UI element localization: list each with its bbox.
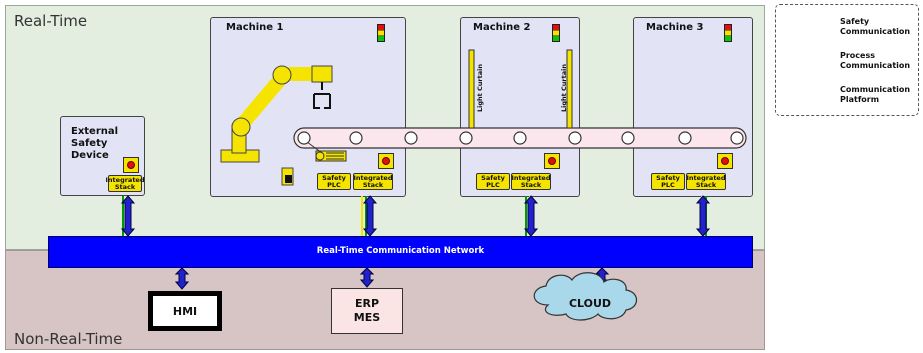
erp-mes-box: ERP MES — [331, 288, 403, 334]
external-safety-device-title: External Safety Device — [71, 126, 119, 161]
integrated-stack-block: Integrated Stack — [511, 173, 551, 190]
legend-platform-label: Communication Platform — [840, 85, 911, 104]
workpiece-icon — [281, 167, 294, 186]
safety-plc-block: Safety PLC — [476, 173, 510, 190]
light-curtain-post — [566, 49, 573, 129]
light-curtain-label: Light Curtain — [476, 64, 484, 112]
cloud-shape — [533, 272, 638, 321]
machine-1-title: Machine 1 — [226, 22, 284, 33]
non-real-time-zone-label: Non-Real-Time — [14, 330, 123, 348]
hmi-label: HMI — [153, 296, 217, 326]
integrated-stack-block: Integrated Stack — [105, 175, 145, 192]
real-time-communication-network: Real-Time Communication Network — [48, 236, 753, 268]
integrated-stack-block: Integrated Stack — [686, 173, 726, 190]
signal-light-icon — [552, 24, 560, 42]
light-curtain-post — [468, 49, 475, 129]
real-time-zone-label: Real-Time — [14, 12, 88, 30]
safety-plc-block: Safety PLC — [317, 173, 351, 190]
hmi-box: HMI — [148, 291, 222, 331]
legend-process-label: Process Communication — [840, 51, 911, 70]
network-label: Real-Time Communication Network — [316, 246, 485, 256]
cloud-label: CLOUD — [568, 297, 612, 310]
emergency-stop-icon — [378, 153, 394, 169]
machine-2-title: Machine 2 — [473, 22, 531, 33]
legend-safety-label: Safety Communication — [840, 17, 911, 36]
safety-plc-block: Safety PLC — [651, 173, 685, 190]
emergency-stop-icon — [123, 157, 139, 173]
legend — [775, 4, 919, 116]
emergency-stop-icon — [717, 153, 733, 169]
conveyor-belt — [293, 127, 747, 154]
machine-2-box: Machine 2 Safety PLC Integrated Stack — [460, 17, 580, 197]
external-safety-device-box: External Safety Device Integrated Stack — [60, 116, 145, 196]
signal-light-icon — [377, 24, 385, 42]
machine-1-box: Machine 1 Safety PLC Integrated Stack — [210, 17, 406, 197]
integrated-stack-block: Integrated Stack — [353, 173, 393, 190]
light-curtain-label: Light Curtain — [560, 64, 568, 112]
emergency-stop-icon — [544, 153, 560, 169]
robot-arm-icon — [220, 65, 333, 163]
machine-3-title: Machine 3 — [646, 22, 704, 33]
machine-3-box: Machine 3 Safety PLC Integrated Stack — [633, 17, 753, 197]
platform-arrows — [120, 195, 711, 290]
signal-light-icon — [724, 24, 732, 42]
